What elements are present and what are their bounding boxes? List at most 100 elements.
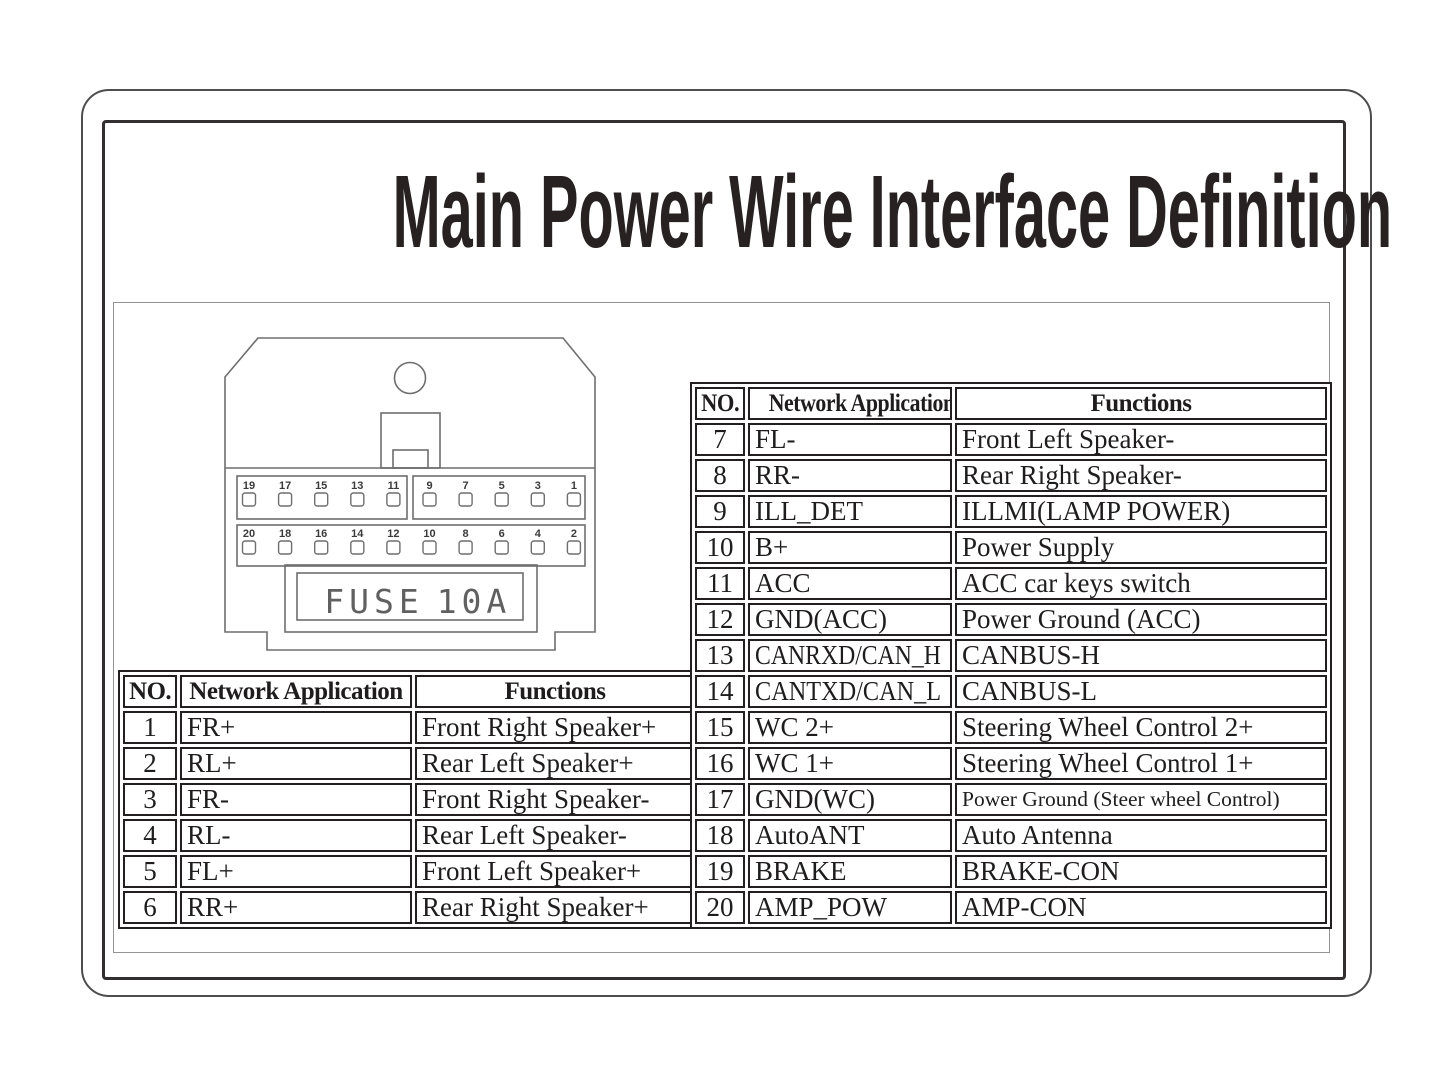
pin-label-13: 13 [351, 480, 363, 492]
pin-label-12: 12 [387, 528, 399, 540]
fuse-rating-label: 10A [437, 582, 512, 621]
network-application-cell: RR+ [180, 891, 412, 924]
cell-text: 2 [143, 748, 157, 778]
pin-number-cell: 5 [123, 855, 177, 888]
pin-number-cell: 2 [123, 747, 177, 780]
pin-number-cell: 13 [695, 639, 745, 672]
network-application-cell: WC 1+ [748, 747, 952, 780]
cell-text: Network Application [768, 390, 952, 417]
page-title: Main Power Wire Interface Definition [0, 160, 1445, 263]
pin-label-9: 9 [426, 480, 432, 492]
pin-number-cell: 10 [695, 531, 745, 564]
fuse-label: FUSE [324, 582, 423, 621]
pin-number-cell: 12 [695, 603, 745, 636]
table-row: 13 CANRXD/CAN_H CANBUS-H [695, 639, 1327, 672]
cell-text: Steering Wheel Control 2+ [962, 712, 1254, 742]
network-application-cell: CANRXD/CAN_H [748, 639, 952, 672]
cell-text: Power Ground (ACC) [962, 604, 1201, 634]
network-application-cell: ILL_DET [748, 495, 952, 528]
pin-11 [386, 492, 401, 507]
function-cell: CANBUS-L [955, 675, 1327, 708]
function-cell: Power Supply [955, 531, 1327, 564]
pin-label-20: 20 [243, 528, 255, 540]
pin-18 [277, 540, 293, 555]
pin-8 [458, 540, 473, 555]
pin-number-cell: 16 [695, 747, 745, 780]
cell-text: Steering Wheel Control 1+ [962, 748, 1254, 778]
function-cell: CANBUS-H [955, 639, 1327, 672]
pin-number-cell: 8 [695, 459, 745, 492]
cell-text: 6 [143, 892, 157, 922]
pin-label-10: 10 [423, 528, 435, 540]
pin-number-cell: 11 [695, 567, 745, 600]
pin-label-7: 7 [463, 480, 469, 492]
pin-number-cell: 4 [123, 819, 177, 852]
cell-text: FR+ [187, 712, 236, 742]
header-cell: NO. [695, 387, 745, 420]
cell-text: CANRXD/CAN_H [755, 640, 941, 670]
pin-5 [494, 492, 509, 507]
cell-text: ACC car keys switch [962, 568, 1191, 598]
network-application-cell: CANTXD/CAN_L [748, 675, 952, 708]
cell-text: Rear Right Speaker+ [422, 892, 649, 922]
pin-number-cell: 15 [695, 711, 745, 744]
function-cell: Rear Left Speaker- [415, 819, 695, 852]
function-cell: Power Ground (Steer wheel Control) [955, 783, 1327, 816]
cell-text: Rear Left Speaker+ [422, 748, 634, 778]
pin-3 [530, 492, 545, 507]
cell-text: NO. [129, 678, 171, 705]
cell-text: BRAKE [755, 856, 847, 886]
network-application-cell: FR+ [180, 711, 412, 744]
cell-text: Power Ground (Steer wheel Control) [962, 786, 1280, 811]
pin-row-top-right-box [412, 475, 586, 520]
pin-13 [350, 492, 365, 507]
cell-text: Functions [504, 678, 606, 705]
network-application-cell: WC 2+ [748, 711, 952, 744]
cell-text: 8 [713, 460, 727, 490]
cell-text: GND(WC) [755, 784, 875, 814]
cell-text: Front Right Speaker+ [422, 712, 657, 742]
table-row: 8 RR- Rear Right Speaker- [695, 459, 1327, 492]
pin-number-cell: 20 [695, 891, 745, 924]
function-cell: Rear Right Speaker- [955, 459, 1327, 492]
key-slot-notch [392, 449, 429, 469]
cell-text: 17 [706, 784, 734, 814]
cell-text: 18 [706, 820, 734, 850]
function-cell: Rear Left Speaker+ [415, 747, 695, 780]
network-application-cell: ACC [748, 567, 952, 600]
function-cell: Front Right Speaker- [415, 783, 695, 816]
header-cell: Functions [415, 675, 695, 708]
pin-20 [241, 540, 257, 555]
cell-text: Front Left Speaker- [962, 424, 1175, 454]
cell-text: 7 [713, 424, 727, 454]
pin-19 [241, 492, 257, 507]
cell-text: RR- [755, 460, 801, 490]
network-application-cell: FR- [180, 783, 412, 816]
pin-label-18: 18 [279, 528, 291, 540]
pin-label-19: 19 [243, 480, 255, 492]
cell-text: 11 [707, 568, 733, 598]
table-row: 15 WC 2+ Steering Wheel Control 2+ [695, 711, 1327, 744]
outer-border-frame [81, 89, 1372, 997]
mounting-hole [393, 361, 427, 395]
cell-text: 15 [706, 712, 734, 742]
pin-10 [422, 540, 437, 555]
function-cell: Auto Antenna [955, 819, 1327, 852]
pin-number-cell: 6 [123, 891, 177, 924]
function-cell: AMP-CON [955, 891, 1327, 924]
cell-text: GND(ACC) [755, 604, 887, 634]
network-application-cell: RL- [180, 819, 412, 852]
network-application-cell: BRAKE [748, 855, 952, 888]
function-cell: Steering Wheel Control 1+ [955, 747, 1327, 780]
cell-text: Rear Left Speaker- [422, 820, 627, 850]
pin-label-16: 16 [315, 528, 327, 540]
cell-text: 3 [143, 784, 157, 814]
network-application-cell: AMP_POW [748, 891, 952, 924]
